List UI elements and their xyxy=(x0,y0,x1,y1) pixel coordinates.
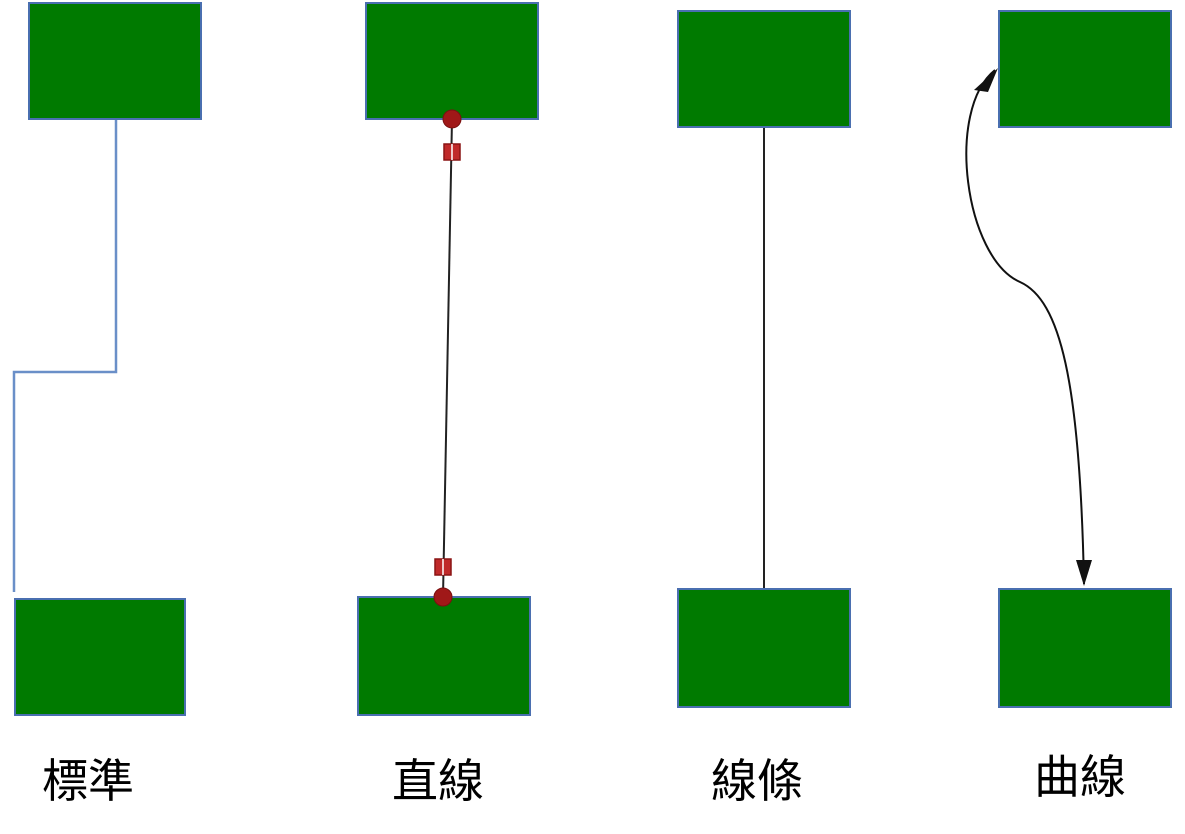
straight-start-handle[interactable] xyxy=(443,143,461,161)
curved-connector[interactable] xyxy=(965,69,1085,585)
straight-end-handle[interactable] xyxy=(434,558,452,576)
straight-bottom-box[interactable] xyxy=(357,596,531,716)
straight-start-point[interactable] xyxy=(442,109,462,129)
standard-connector[interactable] xyxy=(12,120,118,592)
curved-label: 曲線 xyxy=(1034,750,1126,804)
line-bottom-box[interactable] xyxy=(677,588,851,708)
standard-label: 標準 xyxy=(42,754,134,808)
straight-end-point[interactable] xyxy=(433,587,453,607)
straight-label: 直線 xyxy=(392,754,484,808)
curved-arrowhead-top xyxy=(974,68,998,92)
standard-bottom-box[interactable] xyxy=(14,598,186,716)
line-label: 線條 xyxy=(711,754,803,808)
curved-top-box[interactable] xyxy=(998,10,1172,128)
line-top-box[interactable] xyxy=(677,10,851,128)
straight-connector[interactable] xyxy=(442,118,453,598)
curved-arrowhead-bottom xyxy=(1076,560,1092,586)
curved-bottom-box[interactable] xyxy=(998,588,1172,708)
standard-top-box[interactable] xyxy=(28,2,202,120)
